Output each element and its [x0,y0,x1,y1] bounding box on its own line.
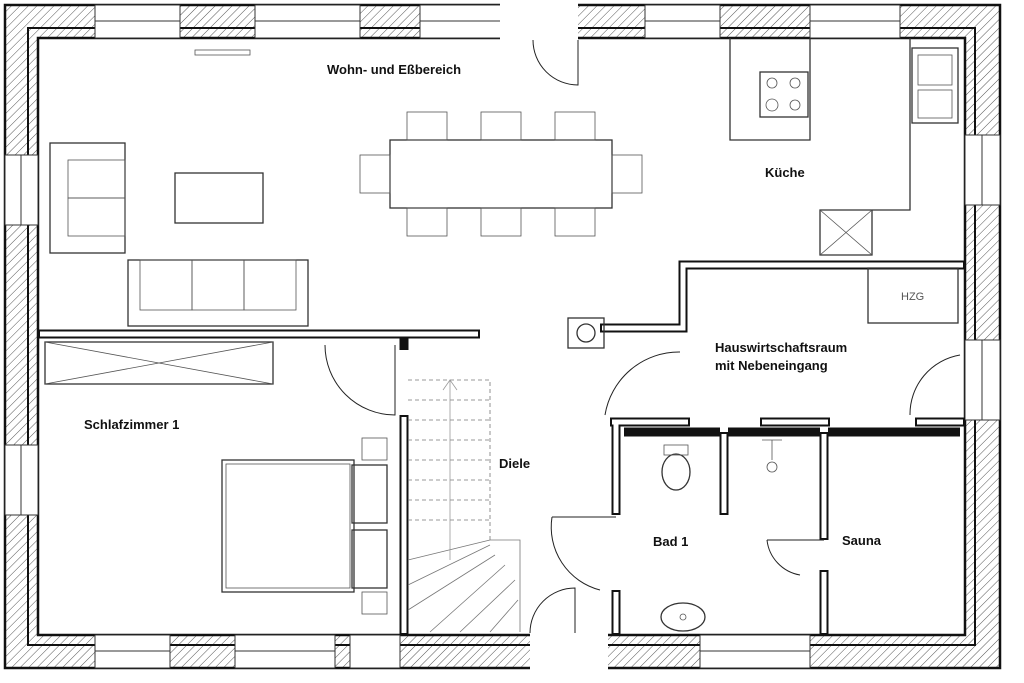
dining-table [389,139,613,209]
shower-drain [766,461,778,473]
label-utility-2: mit Nebeneingang [715,358,828,373]
windows [4,4,1001,669]
door-openings [500,3,608,670]
chimney [567,317,605,349]
sink [911,47,959,124]
dining-chairs [359,111,643,237]
label-bedroom: Schlafzimmer 1 [84,417,179,432]
sofa [127,259,309,327]
wardrobe [44,341,274,385]
kitchen-furniture [567,38,959,349]
label-bath: Bad 1 [653,534,688,549]
staircase [407,379,521,633]
room-labels: Wohn- und Eßbereich Küche HZG Hauswirtsc… [84,62,924,549]
label-heating: HZG [901,291,924,303]
label-kitchen: Küche [765,165,805,180]
radiator [194,49,251,56]
washbasin [660,602,706,632]
interior-walls [38,260,965,635]
bed [221,459,355,593]
living-furniture [49,49,643,327]
bedroom-furniture [44,341,388,615]
label-hall: Diele [499,456,530,471]
label-living: Wohn- und Eßbereich [327,62,461,77]
coffee-table [174,172,264,224]
heating-unit [867,267,959,324]
bath-fixtures [660,439,782,632]
label-sauna: Sauna [842,533,882,548]
doors [324,39,961,634]
cooktop [759,71,809,118]
label-utility-1: Hauswirtschaftsraum [715,340,847,355]
toilet [661,453,691,491]
